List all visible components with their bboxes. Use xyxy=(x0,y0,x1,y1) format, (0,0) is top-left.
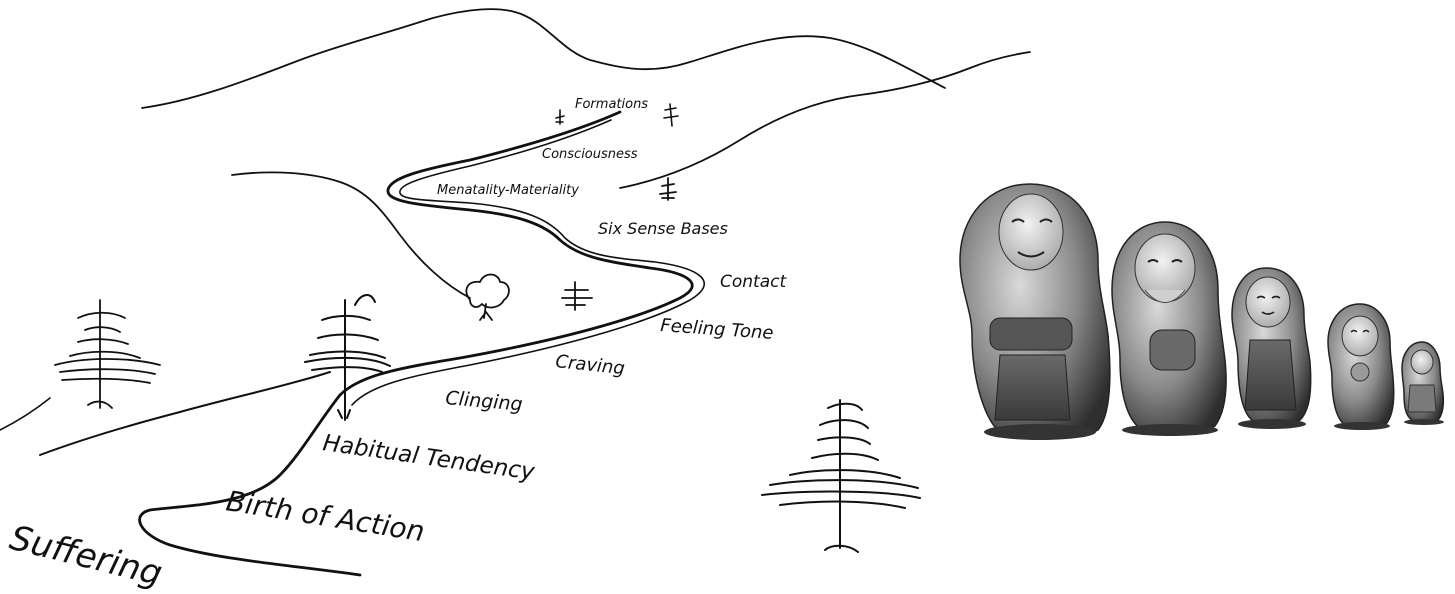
tree-far-left xyxy=(55,300,160,408)
tree-middle-left xyxy=(305,295,390,420)
label-contact: Contact xyxy=(720,272,787,292)
label-birth-of-action: Birth of Action xyxy=(224,484,427,548)
hill-left xyxy=(232,172,470,298)
matryoshka-doll-2 xyxy=(1112,222,1226,436)
landscape-sketch xyxy=(0,9,1030,575)
tree-big-bottom xyxy=(762,400,920,552)
matryoshka-doll-1 xyxy=(960,184,1110,440)
label-six-sense-bases: Six Sense Bases xyxy=(598,219,728,238)
tree-tiny-3 xyxy=(660,178,676,200)
stage-labels: Formations Consciousness Menatality-Mate… xyxy=(6,97,788,594)
matryoshka-doll-5 xyxy=(1402,342,1444,425)
matryoshka-doll-4 xyxy=(1328,304,1394,430)
label-feeling-tone: Feeling Tone xyxy=(660,315,775,344)
matryoshka-dolls xyxy=(960,184,1444,440)
tree-tiny-1 xyxy=(556,110,564,124)
label-consciousness: Consciousness xyxy=(542,147,638,162)
label-craving: Craving xyxy=(554,351,625,379)
label-formations: Formations xyxy=(575,97,648,112)
river-bank-outer xyxy=(140,112,693,575)
label-clinging: Clinging xyxy=(445,387,524,416)
foreground-slope xyxy=(40,372,330,455)
valley-slope-right xyxy=(620,52,1030,188)
river-bank-inner xyxy=(352,120,704,405)
tree-round xyxy=(466,275,509,321)
label-habitual-tendency: Habitual Tendency xyxy=(321,430,536,485)
mountain-ridge xyxy=(142,9,945,108)
foreground-hill xyxy=(0,398,50,430)
tree-tiny-2 xyxy=(664,104,678,126)
tree-small xyxy=(562,282,592,310)
label-mentality-materiality: Menatality-Materiality xyxy=(437,183,579,198)
matryoshka-doll-3 xyxy=(1232,268,1311,429)
